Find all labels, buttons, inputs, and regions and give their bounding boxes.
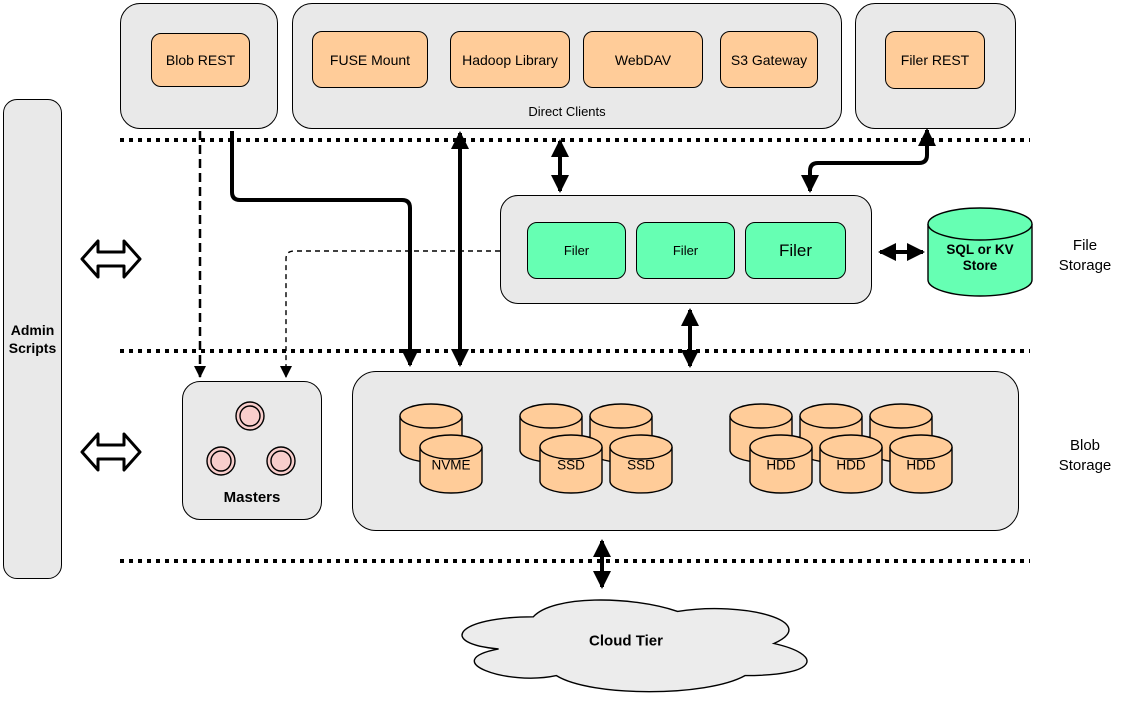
admin-blob-storage-link-icon <box>80 432 142 472</box>
arrow-filer-to-masters-dashed <box>280 250 500 378</box>
sql-kv-store-cylinder <box>927 207 1033 297</box>
cloud-tier-shape <box>461 599 808 693</box>
webdav-box: WebDAV <box>583 31 703 88</box>
sql-kv-store-label: SQL or KV Store <box>946 241 1014 273</box>
cloud-tier-label: Cloud Tier <box>589 632 663 650</box>
s3-gateway-box: S3 Gateway <box>720 31 818 88</box>
arrow-blobrest-to-volumes <box>230 131 419 367</box>
blob-storage-tier-label: Blob Storage <box>1058 437 1112 474</box>
masters-label: Masters <box>223 489 281 506</box>
fuse-mount-box: FUSE Mount <box>312 31 428 88</box>
admin-scripts-panel: Admin Scripts <box>3 99 62 579</box>
admin-scripts-label: Admin Scripts <box>8 321 57 356</box>
blob-storage-panel <box>352 371 1019 531</box>
masters-panel: Masters <box>182 381 322 520</box>
hadoop-library-box: Hadoop Library <box>450 31 570 88</box>
file-storage-tier-label: File Storage <box>1058 237 1112 274</box>
blob-rest-box: Blob REST <box>151 33 250 87</box>
admin-file-storage-link-icon <box>80 239 142 279</box>
filer-box-3: Filer <box>745 222 846 279</box>
filer-box-1: Filer <box>527 222 626 279</box>
filer-box-2: Filer <box>636 222 735 279</box>
arrow-filerrest-filer-bidir <box>801 128 936 193</box>
direct-clients-caption: Direct Clients <box>528 104 606 119</box>
filer-rest-box: Filer REST <box>885 31 985 89</box>
